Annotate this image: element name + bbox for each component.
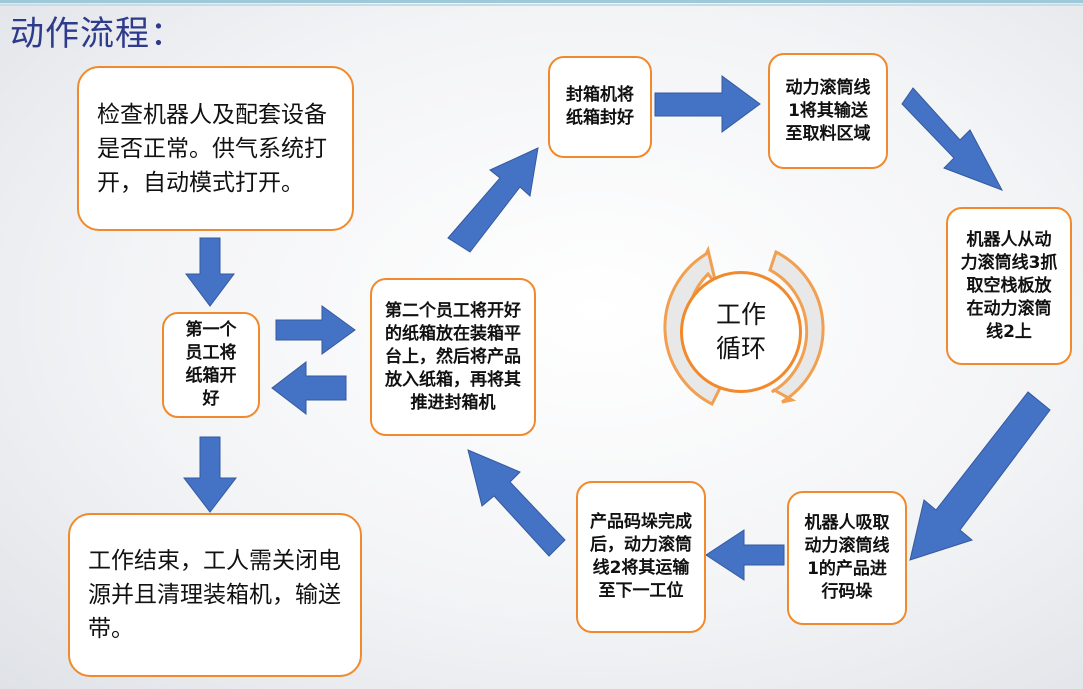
step-robot-stack-text: 机器人吸取动力滚筒线1的产品进行码垛 <box>804 513 890 602</box>
step-check-equipment: 检查机器人及配套设备是否正常。供气系统打开，自动模式打开。 <box>77 66 354 231</box>
step-roller1-convey: 动力滚筒线1将其输送至取料区域 <box>768 53 888 169</box>
step-roller1-convey-text: 动力滚筒线1将其输送至取料区域 <box>785 77 871 144</box>
step-stack-done: 产品码垛完成后，动力滚筒线2将其运输至下一工位 <box>576 481 706 633</box>
page-title: 动作流程： <box>10 14 185 54</box>
arrow-worker1-to-end <box>182 436 238 513</box>
step-work-end: 工作结束，工人需关闭电源并且清理装箱机，输送带。 <box>68 513 362 677</box>
arrow-check-to-worker1 <box>185 237 235 307</box>
arrow-stack-done-to-worker2 <box>467 449 566 557</box>
step-robot-pick-pallet: 机器人从动力滚筒线3抓取空栈板放在动力滚筒线2上 <box>946 207 1072 365</box>
cycle-arrow-right <box>768 249 825 404</box>
work-cycle-label: 工作循环 <box>680 271 802 393</box>
arrow-roller1-to-robot-pick <box>901 87 1004 191</box>
step-stack-done-text: 产品码垛完成后，动力滚筒线2将其运输至下一工位 <box>590 512 692 601</box>
arrow-robot-pick-to-robot-stack <box>909 391 1051 561</box>
arrow-worker1-to-worker2 <box>275 305 356 355</box>
arrow-robot-stack-to-stack-done <box>705 529 785 581</box>
cycle-ring <box>663 245 825 407</box>
step-sealer-text: 封箱机将纸箱封好 <box>566 85 634 128</box>
step-worker1-open-box-text: 第一个员工将纸箱开好 <box>185 320 237 409</box>
step-robot-stack: 机器人吸取动力滚筒线1的产品进行码垛 <box>787 491 907 625</box>
step-robot-pick-pallet-text: 机器人从动力滚筒线3抓取空栈板放在动力滚筒线2上 <box>960 229 1058 342</box>
step-check-equipment-text: 检查机器人及配套设备是否正常。供气系统打开，自动模式打开。 <box>97 101 327 196</box>
work-cycle-label-text: 工作循环 <box>715 300 766 363</box>
step-worker2-pack: 第二个员工将开好的纸箱放在装箱平台上，然后将产品放入纸箱，再将其推进封箱机 <box>370 278 536 436</box>
step-worker1-open-box: 第一个员工将纸箱开好 <box>162 312 260 418</box>
top-decoration-stripes <box>0 0 1083 6</box>
arrow-sealer-to-roller1 <box>654 75 761 133</box>
arrow-worker2-to-sealer <box>447 147 539 253</box>
arrow-worker2-to-worker1 <box>271 360 347 416</box>
step-work-end-text: 工作结束，工人需关闭电源并且清理装箱机，输送带。 <box>88 548 341 642</box>
step-sealer: 封箱机将纸箱封好 <box>548 56 652 158</box>
step-worker2-pack-text: 第二个员工将开好的纸箱放在装箱平台上，然后将产品放入纸箱，再将其推进封箱机 <box>385 300 521 413</box>
